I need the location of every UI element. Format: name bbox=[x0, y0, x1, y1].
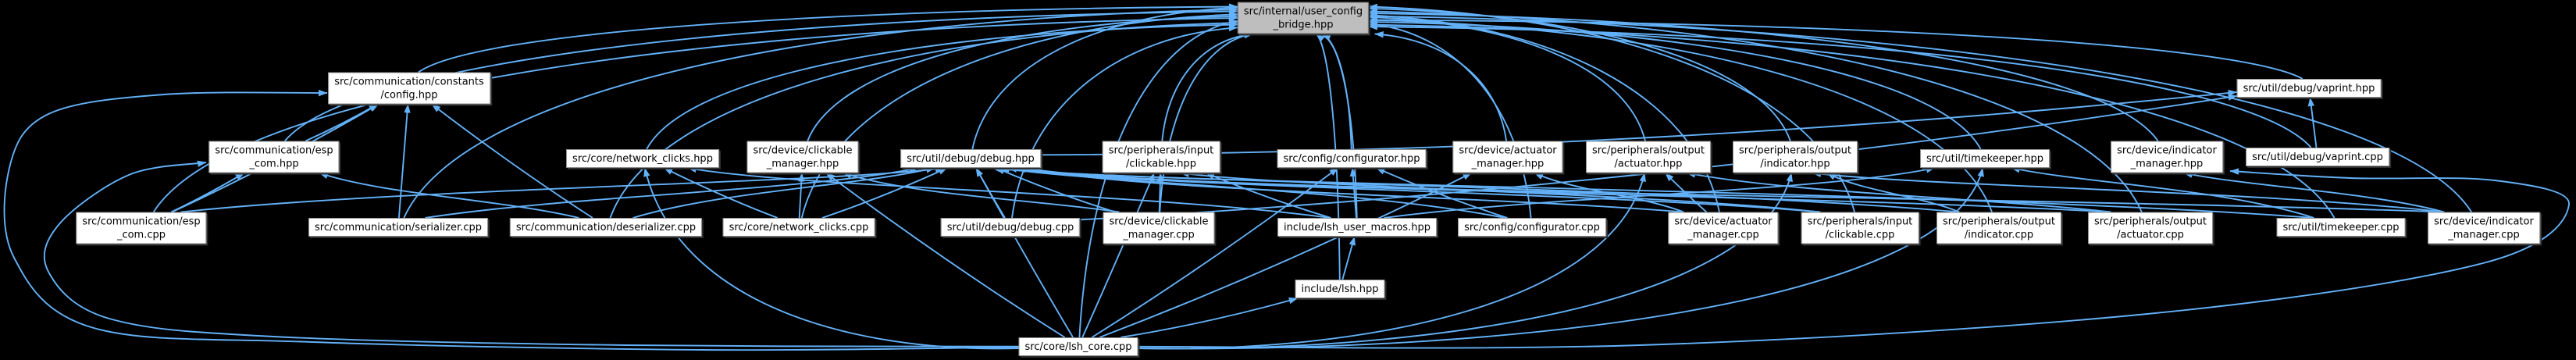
edge-deserializer-cpp--user-config-bridge-hpp bbox=[609, 20, 1238, 219]
edge-indicator-manager-cpp--indicator-manager-hpp bbox=[2183, 171, 2445, 213]
edge-lsh-core-cpp--constants-config-hpp bbox=[3, 89, 1019, 351]
edge-network-clicks-cpp--user-config-bridge-hpp bbox=[800, 11, 1238, 219]
edge-actuator-cpp--actuator-hpp bbox=[1686, 171, 2111, 213]
edge-clickable-cpp--user-config-bridge-hpp bbox=[1368, 3, 1855, 212]
edge-network-clicks-hpp--user-config-bridge-hpp bbox=[646, 21, 1238, 150]
edge-actuator-manager-hpp--user-config-bridge-hpp bbox=[1374, 30, 1508, 141]
edge-esp-com-cpp--esp-com-hpp bbox=[170, 172, 245, 213]
edge-deserializer-cpp--constants-config-hpp bbox=[431, 103, 593, 219]
node-user-config-bridge-hpp[interactable]: src/internal/user_config _bridge.hpp bbox=[1237, 2, 1370, 34]
edge-constants-config-hpp--user-config-bridge-hpp bbox=[418, 3, 1238, 73]
edge-serializer-cpp--constants-config-hpp bbox=[397, 104, 411, 219]
edge-indicator-manager-cpp--indicator-hpp bbox=[1812, 170, 2445, 213]
node-network-clicks-cpp[interactable]: src/core/network_clicks.cpp bbox=[722, 218, 875, 237]
node-actuator-manager-hpp[interactable]: src/device/actuator _manager.hpp bbox=[1452, 141, 1563, 173]
node-configurator-cpp[interactable]: src/config/configurator.cpp bbox=[1458, 218, 1606, 237]
node-debug-hpp[interactable]: src/util/debug/debug.hpp bbox=[900, 149, 1041, 168]
edge-lsh-hpp--lsh-user-macros-hpp bbox=[1341, 236, 1356, 280]
edge-clickable-hpp--user-config-bridge-hpp bbox=[1161, 31, 1254, 141]
edge-clickable-cpp--clickable-hpp bbox=[1180, 170, 1821, 213]
node-indicator-hpp[interactable]: src/peripherals/output /indicator.hpp bbox=[1732, 141, 1858, 173]
edge-lsh-core-cpp--debug-hpp bbox=[975, 167, 1074, 338]
edge-vaprint-cpp--vaprint-hpp bbox=[2307, 97, 2318, 148]
node-network-clicks-hpp[interactable]: src/core/network_clicks.hpp bbox=[566, 149, 719, 168]
edge-lsh-user-macros-hpp--network-clicks-hpp bbox=[687, 166, 1331, 219]
edge-lsh-core-cpp--indicator-manager-hpp bbox=[1138, 168, 2570, 349]
edge-lsh-core-cpp--clickable-manager-hpp bbox=[825, 172, 1066, 338]
node-indicator-manager-hpp[interactable]: src/device/indicator _manager.hpp bbox=[2111, 141, 2223, 173]
node-clickable-cpp[interactable]: src/peripherals/input /clickable.cpp bbox=[1801, 212, 1919, 244]
node-deserializer-cpp[interactable]: src/communication/deserializer.cpp bbox=[509, 218, 703, 237]
edge-lsh-core-cpp--lsh-hpp bbox=[1121, 297, 1299, 338]
edge-lsh-user-macros-hpp--clickable-hpp bbox=[1205, 172, 1331, 219]
node-indicator-manager-cpp[interactable]: src/device/indicator _manager.cpp bbox=[2428, 212, 2540, 244]
node-lsh-hpp[interactable]: include/lsh.hpp bbox=[1295, 280, 1385, 298]
node-actuator-hpp[interactable]: src/peripherals/output /actuator.hpp bbox=[1585, 141, 1712, 173]
edge-lsh-user-macros-hpp--user-config-bridge-hpp bbox=[1321, 33, 1358, 219]
edge-indicator-cpp--user-config-bridge-hpp bbox=[1368, 16, 1993, 212]
edge-network-clicks-cpp--clickable-manager-hpp bbox=[798, 173, 805, 219]
node-debug-cpp[interactable]: src/util/debug/debug.cpp bbox=[940, 218, 1081, 237]
edge-serializer-cpp--user-config-bridge-hpp bbox=[403, 6, 1238, 219]
node-configurator-hpp[interactable]: src/config/configurator.hpp bbox=[1277, 149, 1427, 168]
node-esp-com-cpp[interactable]: src/communication/esp _com.cpp bbox=[76, 212, 207, 244]
edge-lsh-core-cpp--configurator-hpp bbox=[1091, 167, 1339, 338]
edge-deserializer-cpp--esp-com-hpp bbox=[319, 172, 579, 219]
edge-lsh-core-cpp--user-config-bridge-hpp bbox=[1078, 19, 1238, 338]
node-constants-config-hpp[interactable]: src/communication/constants /config.hpp bbox=[328, 72, 490, 105]
node-clickable-manager-hpp[interactable]: src/device/clickable _manager.hpp bbox=[746, 141, 859, 173]
edge-lsh-user-macros-hpp--configurator-hpp bbox=[1349, 167, 1357, 219]
edge-actuator-manager-cpp--actuator-manager-hpp bbox=[1534, 172, 1684, 213]
edge-actuator-manager-cpp--debug-hpp bbox=[1024, 166, 1684, 213]
node-esp-com-hpp[interactable]: src/communication/esp _com.hpp bbox=[208, 141, 340, 173]
edge-indicator-cpp--indicator-hpp bbox=[1826, 172, 1960, 213]
edge-timekeeper-cpp--timekeeper-hpp bbox=[2011, 166, 2314, 219]
edge-actuator-cpp--user-config-bridge-hpp bbox=[1368, 8, 2143, 212]
edge-indicator-manager-cpp--debug-hpp bbox=[1026, 166, 2445, 213]
edge-timekeeper-cpp--debug-hpp bbox=[1000, 166, 2314, 219]
edge-indicator-manager-cpp--user-config-bridge-hpp bbox=[1368, 12, 2472, 213]
edge-actuator-manager-cpp--user-config-bridge-hpp bbox=[1368, 12, 1720, 212]
node-indicator-cpp[interactable]: src/peripherals/output /indicator.cpp bbox=[1936, 212, 2062, 244]
node-actuator-cpp[interactable]: src/peripherals/output /actuator.cpp bbox=[2087, 212, 2214, 244]
edge-lsh-core-cpp--actuator-hpp bbox=[1138, 173, 1646, 350]
node-serializer-cpp[interactable]: src/communication/serializer.cpp bbox=[308, 218, 488, 237]
edge-network-clicks-cpp--network-clicks-hpp bbox=[663, 167, 779, 219]
edge-clickable-manager-cpp--debug-hpp bbox=[996, 167, 1116, 213]
node-actuator-manager-cpp[interactable]: src/device/actuator _manager.cpp bbox=[1668, 212, 1779, 244]
edge-clickable-manager-cpp--clickable-hpp bbox=[1156, 173, 1164, 212]
edge-lsh-user-macros-hpp--timekeeper-hpp bbox=[1384, 166, 1936, 219]
edge-serializer-cpp--debug-hpp bbox=[425, 166, 919, 219]
edge-deserializer-cpp--debug-hpp bbox=[632, 166, 935, 219]
node-timekeeper-cpp[interactable]: src/util/timekeeper.cpp bbox=[2276, 218, 2406, 237]
edge-timekeeper-cpp--user-config-bridge-hpp bbox=[1368, 21, 2336, 219]
node-lsh-core-cpp[interactable]: src/core/lsh_core.cpp bbox=[1018, 337, 1138, 356]
edge-debug-hpp--vaprint-hpp bbox=[1040, 89, 2238, 156]
node-vaprint-cpp[interactable]: src/util/debug/vaprint.cpp bbox=[2246, 148, 2389, 166]
node-lsh-user-macros-hpp[interactable]: include/lsh_user_macros.hpp bbox=[1277, 218, 1437, 237]
edge-lsh-core-cpp--esp-com-hpp bbox=[43, 160, 1019, 348]
edge-timekeeper-hpp--user-config-bridge-hpp bbox=[1368, 18, 1982, 150]
edge-configurator-cpp--configurator-hpp bbox=[1376, 167, 1508, 219]
edge-network-clicks-cpp--debug-hpp bbox=[821, 167, 948, 219]
edge-clickable-manager-cpp--clickable-manager-hpp bbox=[843, 172, 1120, 213]
edge-vaprint-cpp--user-config-bridge-hpp bbox=[1368, 23, 2312, 148]
edge-lsh-core-cpp--clickable-hpp bbox=[1081, 173, 1155, 338]
edge-esp-com-cpp--debug-hpp bbox=[180, 166, 945, 213]
node-clickable-hpp[interactable]: src/peripherals/input /clickable.hpp bbox=[1102, 141, 1220, 173]
edge-debug-hpp--user-config-bridge-hpp bbox=[971, 4, 1238, 150]
node-clickable-manager-cpp[interactable]: src/device/clickable _manager.cpp bbox=[1103, 212, 1215, 244]
edge-esp-com-hpp--constants-config-hpp bbox=[305, 103, 379, 142]
node-timekeeper-hpp[interactable]: src/util/timekeeper.hpp bbox=[1919, 149, 2050, 168]
edge-indicator-hpp--user-config-bridge-hpp bbox=[1368, 5, 1791, 141]
node-vaprint-hpp[interactable]: src/util/debug/vaprint.hpp bbox=[2236, 79, 2382, 98]
edge-esp-com-hpp--user-config-bridge-hpp bbox=[284, 8, 1238, 142]
edge-lsh-core-cpp--actuator-manager-hpp bbox=[1099, 172, 1473, 338]
